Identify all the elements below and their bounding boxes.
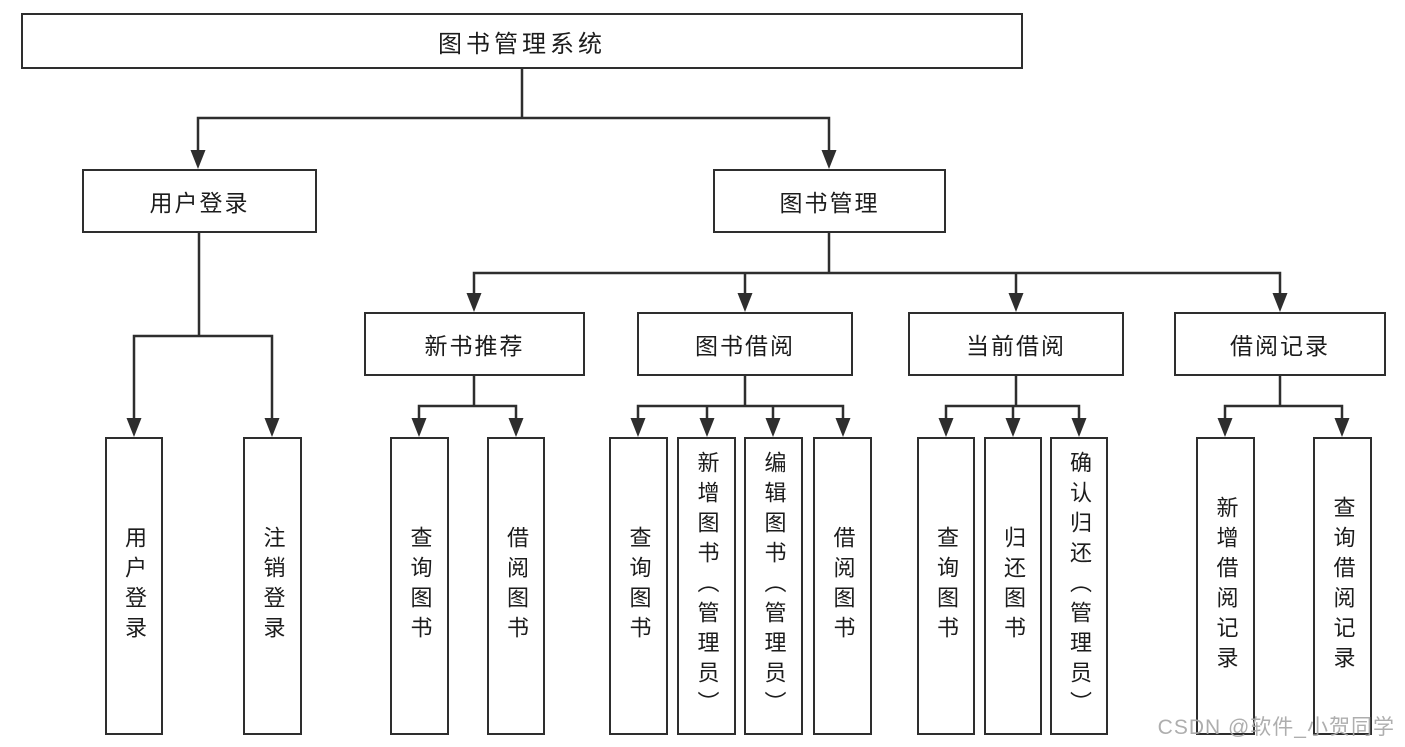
arrowhead	[737, 293, 753, 312]
leaf-label: 查询图书	[934, 526, 959, 646]
connector-recommend-to-children	[417, 374, 518, 422]
node-library-management-system: 图书管理系统	[21, 13, 1023, 69]
connector-root-to-level2	[196, 67, 831, 154]
arrowhead	[264, 418, 280, 437]
leaf-logout: 注销登录	[243, 437, 302, 735]
arrowhead	[1005, 418, 1021, 437]
arrowhead	[1071, 418, 1087, 437]
leaf-edit-book-admin: 编辑图书（管理员）	[744, 437, 803, 735]
leaf-query-books-current: 查询图书	[917, 437, 975, 735]
arrowhead	[466, 293, 482, 312]
node-book-management: 图书管理	[713, 169, 946, 233]
leaf-label: 新增图书（管理员）	[694, 451, 720, 721]
leaf-add-borrow-record: 新增借阅记录	[1196, 437, 1255, 735]
node-book-borrowing: 图书借阅	[637, 312, 853, 376]
leaf-label: 借阅图书	[504, 526, 529, 646]
arrowhead	[938, 418, 954, 437]
leaf-label: 查询图书	[407, 526, 433, 646]
node-user-login: 用户登录	[82, 169, 317, 233]
leaf-label: 注销登录	[260, 526, 286, 646]
arrowhead	[1334, 418, 1350, 437]
leaf-label: 用户登录	[122, 526, 147, 646]
arrowhead	[630, 418, 646, 437]
node-borrowing-records: 借阅记录	[1174, 312, 1386, 376]
leaf-label: 查询借阅记录	[1330, 496, 1356, 676]
arrowhead	[1272, 293, 1288, 312]
connector-borrowing-to-children	[636, 374, 845, 422]
leaf-label: 借阅图书	[830, 526, 856, 646]
leaf-add-book-admin: 新增图书（管理员）	[677, 437, 736, 735]
arrowhead	[508, 418, 524, 437]
leaf-query-books-borrowing: 查询图书	[609, 437, 668, 735]
arrowhead	[1217, 418, 1233, 437]
arrowhead	[699, 418, 715, 437]
leaf-query-books-recommend: 查询图书	[390, 437, 449, 735]
leaf-label: 查询图书	[626, 526, 652, 646]
connector-current-to-children	[944, 374, 1081, 422]
leaf-query-borrow-record: 查询借阅记录	[1313, 437, 1372, 735]
arrowhead	[126, 418, 142, 437]
arrowhead	[190, 150, 206, 169]
leaf-label: 确认归还（管理员）	[1067, 451, 1092, 721]
csdn-watermark: CSDN @软件_小贺同学	[1157, 716, 1395, 739]
connector-records-to-children	[1223, 374, 1344, 422]
leaf-label: 归还图书	[1001, 526, 1026, 646]
leaf-label: 编辑图书（管理员）	[761, 451, 787, 721]
arrowhead	[765, 418, 781, 437]
connector-login-to-children	[132, 231, 274, 422]
leaf-borrow-books-borrowing: 借阅图书	[813, 437, 872, 735]
leaf-return-books: 归还图书	[984, 437, 1042, 735]
node-current-borrowing: 当前借阅	[908, 312, 1124, 376]
arrowhead	[835, 418, 851, 437]
arrowhead	[1008, 293, 1024, 312]
leaf-borrow-books-recommend: 借阅图书	[487, 437, 545, 735]
leaf-label: 新增借阅记录	[1213, 496, 1239, 676]
connector-management-to-groups	[472, 231, 1282, 297]
leaf-confirm-return-admin: 确认归还（管理员）	[1050, 437, 1108, 735]
node-new-book-recommendation: 新书推荐	[364, 312, 585, 376]
arrowhead	[821, 150, 837, 169]
leaf-user-login: 用户登录	[105, 437, 163, 735]
arrowhead	[411, 418, 427, 437]
